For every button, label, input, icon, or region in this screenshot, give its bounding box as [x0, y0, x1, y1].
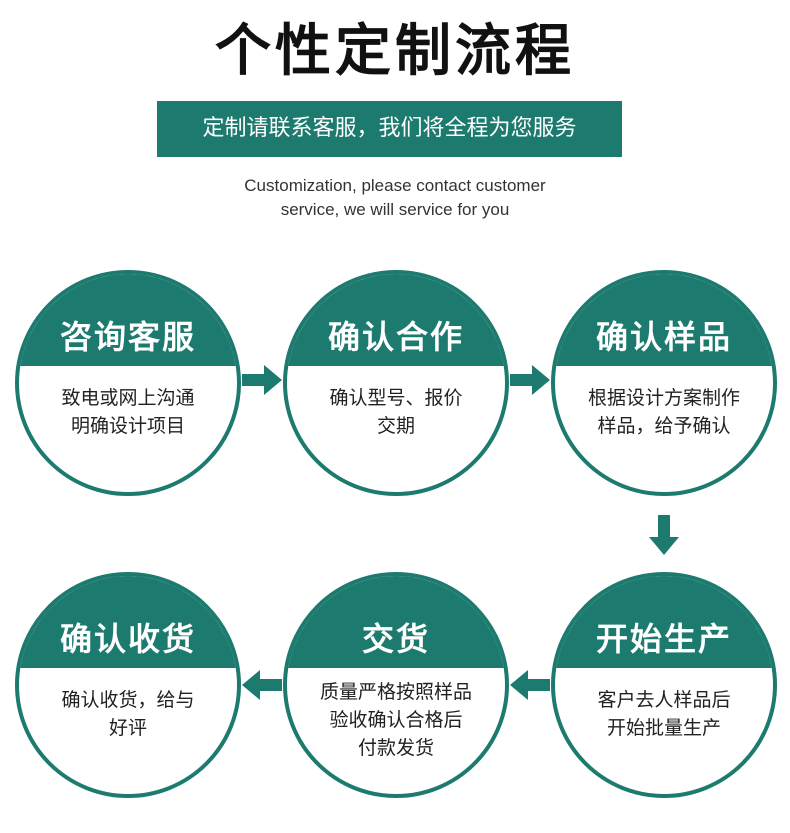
step-confirm-sample: 确认样品 根据设计方案制作 样品，给予确认 — [551, 270, 777, 496]
step-header: 确认样品 — [555, 274, 773, 366]
step-description: 确认收货，给与 好评 — [35, 686, 221, 742]
step-confirm-receipt: 确认收货 确认收货，给与 好评 — [15, 572, 241, 798]
step-title: 确认收货 — [59, 620, 196, 658]
step-description: 质量严格按照样品 验收确认合格后 付款发货 — [303, 678, 489, 762]
step-desc-line: 确认收货，给与 — [61, 689, 195, 711]
step-consult-service: 咨询客服 致电或网上沟通 明确设计项目 — [15, 270, 241, 496]
subtitle-line-2: service, we will service for you — [280, 200, 510, 219]
step-header: 确认合作 — [287, 274, 505, 366]
step-title: 开始生产 — [595, 620, 732, 658]
step-header: 确认收货 — [19, 576, 237, 668]
step-desc-line: 根据设计方案制作 — [587, 387, 740, 409]
step-description: 根据设计方案制作 样品，给予确认 — [571, 384, 757, 440]
step-header: 咨询客服 — [19, 274, 237, 366]
step-desc-line: 确认型号、报价 — [329, 387, 463, 409]
step-title: 咨询客服 — [59, 318, 196, 356]
step-desc-line: 交期 — [376, 415, 415, 437]
step-title: 确认样品 — [595, 318, 732, 356]
step-start-production: 开始生产 客户去人样品后 开始批量生产 — [551, 572, 777, 798]
step-description: 确认型号、报价 交期 — [303, 384, 489, 440]
step-desc-line: 好评 — [108, 717, 147, 739]
step-desc-line: 客户去人样品后 — [597, 689, 731, 711]
step-desc-line: 开始批量生产 — [606, 717, 721, 739]
step-desc-line: 付款发货 — [357, 737, 434, 759]
step-header: 开始生产 — [555, 576, 773, 668]
arrow-right-icon — [242, 365, 282, 395]
arrow-right-icon — [510, 365, 550, 395]
arrow-down-icon — [649, 515, 679, 555]
step-description: 致电或网上沟通 明确设计项目 — [35, 384, 221, 440]
step-desc-line: 明确设计项目 — [70, 415, 185, 437]
page-title: 个性定制流程 — [215, 19, 575, 84]
step-desc-line: 样品，给予确认 — [597, 415, 731, 437]
step-delivery: 交货 质量严格按照样品 验收确认合格后 付款发货 — [283, 572, 509, 798]
arrow-left-icon — [510, 670, 550, 700]
step-title: 确认合作 — [327, 318, 464, 356]
contact-banner: 定制请联系客服，我们将全程为您服务 — [157, 101, 622, 157]
step-header: 交货 — [287, 576, 505, 668]
step-desc-line: 致电或网上沟通 — [61, 387, 195, 409]
step-desc-line: 质量严格按照样品 — [319, 681, 472, 703]
step-confirm-cooperation: 确认合作 确认型号、报价 交期 — [283, 270, 509, 496]
step-description: 客户去人样品后 开始批量生产 — [571, 686, 757, 742]
subtitle-line-1: Customization, please contact customer — [244, 176, 546, 195]
step-desc-line: 验收确认合格后 — [329, 709, 463, 731]
step-title: 交货 — [361, 620, 430, 658]
arrow-left-icon — [242, 670, 282, 700]
english-subtitle: Customization, please contact customer s… — [0, 174, 790, 222]
